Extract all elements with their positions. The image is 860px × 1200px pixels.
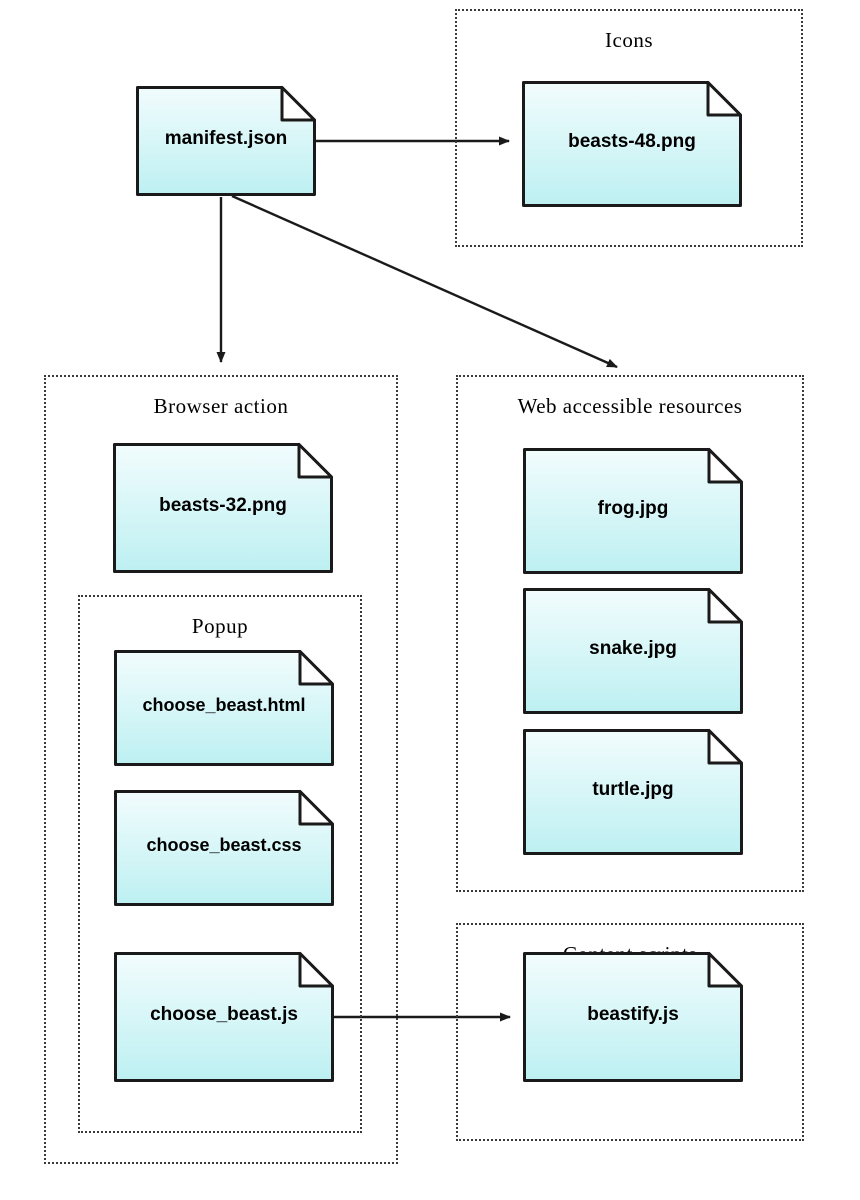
file-icon xyxy=(114,790,334,906)
file-icon xyxy=(523,729,743,855)
file-icon xyxy=(523,952,743,1082)
file-node-choose-beast-js[interactable]: choose_beast.js xyxy=(114,952,334,1082)
file-node-snake-jpg[interactable]: snake.jpg xyxy=(523,588,743,714)
file-node-choose-beast-css[interactable]: choose_beast.css xyxy=(114,790,334,906)
file-icon xyxy=(114,650,334,766)
file-icon xyxy=(523,588,743,714)
group-browser-action-title: Browser action xyxy=(153,394,289,418)
file-icon xyxy=(114,952,334,1082)
file-node-frog-jpg[interactable]: frog.jpg xyxy=(523,448,743,574)
group-popup: Popup xyxy=(78,595,362,1133)
file-node-turtle-jpg[interactable]: turtle.jpg xyxy=(523,729,743,855)
group-icons-title: Icons xyxy=(605,28,653,52)
file-node-choose-beast-html[interactable]: choose_beast.html xyxy=(114,650,334,766)
file-node-beastify-js[interactable]: beastify.js xyxy=(523,952,743,1082)
file-icon xyxy=(523,448,743,574)
file-node-beasts-48-png[interactable]: beasts-48.png xyxy=(522,81,742,207)
group-popup-title: Popup xyxy=(191,614,249,638)
group-web-accessible-resources-title: Web accessible resources xyxy=(517,394,743,418)
file-icon xyxy=(136,86,316,196)
file-icon xyxy=(113,443,333,573)
group-browser-action: Browser action xyxy=(44,375,398,1164)
file-node-beasts-32-png[interactable]: beasts-32.png xyxy=(113,443,333,573)
group-web-accessible-resources: Web accessible resources xyxy=(456,375,804,892)
file-icon xyxy=(522,81,742,207)
file-node-manifest-json[interactable]: manifest.json xyxy=(136,86,316,196)
group-icons: Icons xyxy=(455,9,803,247)
